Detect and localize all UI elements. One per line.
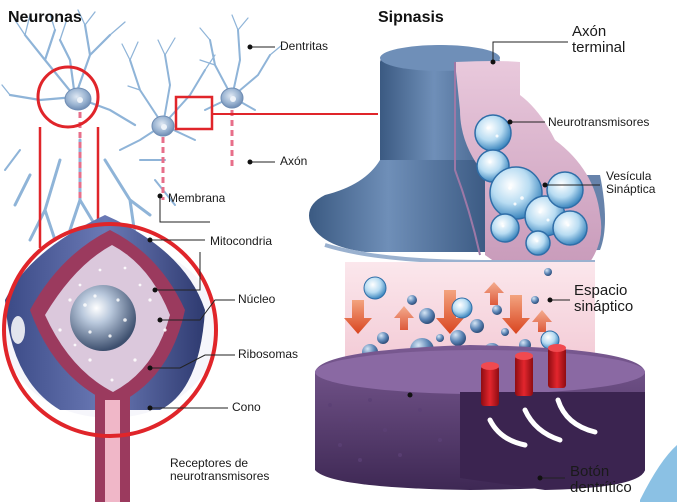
label-axon: Axón xyxy=(280,155,307,168)
label-boton: Botón dentrítico xyxy=(570,464,632,496)
label-neurotransmisores: Neurotransmisores xyxy=(548,116,649,129)
label-espacio: Espacio sináptico xyxy=(574,283,633,315)
neuron-dendrites xyxy=(2,10,282,240)
label-dentritas: Dentritas xyxy=(280,40,328,53)
neuronas-title: Neuronas xyxy=(8,10,82,27)
label-ribosomas: Ribosomas xyxy=(238,348,298,361)
label-cono: Cono xyxy=(232,401,261,414)
label-receptores: Receptores de neurotransmisores xyxy=(170,457,269,482)
label-vesicula: Vesícula Sináptica xyxy=(606,170,655,195)
sipnasis-title: Sipnasis xyxy=(378,10,444,27)
label-mitocondria: Mitocondria xyxy=(210,235,272,248)
label-nucleo: Núcleo xyxy=(238,293,275,306)
label-axon-terminal: Axón terminal xyxy=(572,24,625,56)
label-membrana: Membrana xyxy=(168,192,225,205)
